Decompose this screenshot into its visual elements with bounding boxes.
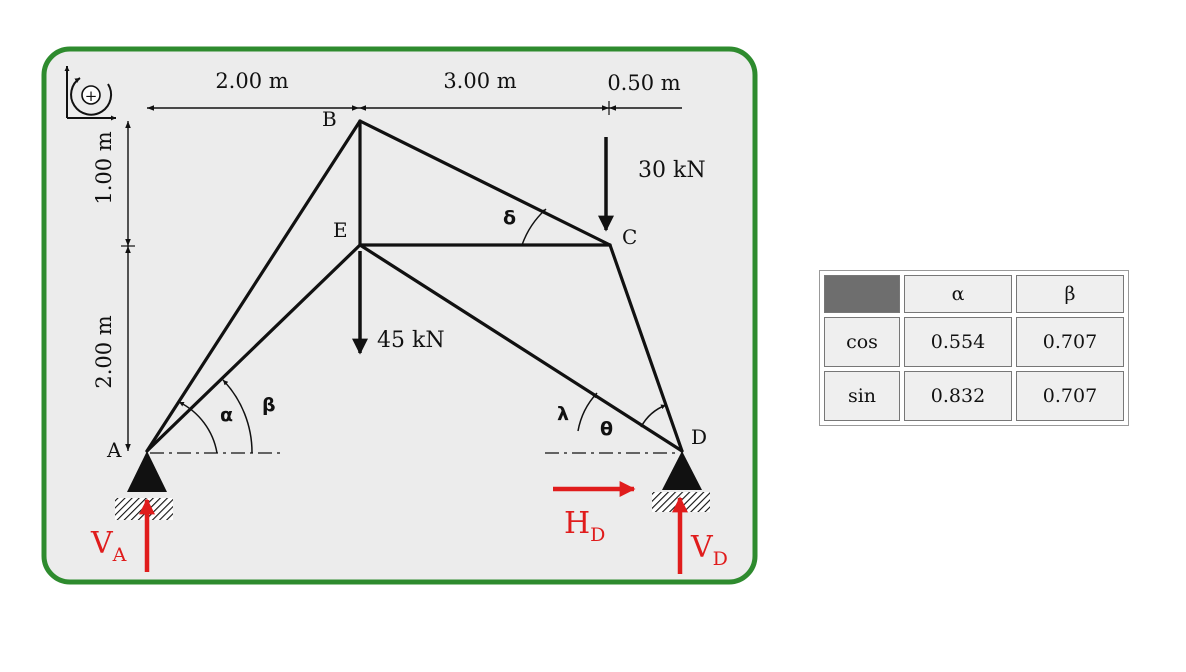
angle-theta-label: θ [600, 418, 613, 440]
table-header-alpha: α [904, 275, 1012, 313]
angle-delta-label: δ [503, 207, 516, 229]
load-c-label: 30 kN [638, 158, 706, 183]
dimension-be: 3.00 m [443, 69, 516, 93]
dimension-bottom-vertical: 2.00 m [92, 315, 116, 388]
table-cell: 0.707 [1016, 371, 1124, 421]
reaction-hd: HD [553, 481, 636, 546]
node-label-b: B [322, 107, 337, 131]
dimension-top-vertical: 1.00 m [92, 131, 116, 204]
table-corner-cell [824, 275, 900, 313]
member-ed [358, 243, 684, 453]
truss-members [145, 119, 684, 453]
horizontal-dimensions: 2.00 m 3.00 m 0.50 m [147, 69, 682, 115]
node-label-c: C [622, 225, 637, 249]
member-cd [608, 243, 684, 453]
dimension-c-overhang: 0.50 m [607, 71, 680, 95]
member-ab [145, 119, 362, 453]
table-cell: 0.832 [904, 371, 1012, 421]
reaction-va: VA [90, 498, 155, 572]
reaction-hd-label: HD [564, 506, 605, 546]
dimension-ab: 2.00 m [215, 69, 288, 93]
table-row-label: cos [824, 317, 900, 367]
angle-beta-label: β [262, 394, 276, 416]
sign-convention-label: + [85, 87, 98, 105]
table-row: cos 0.554 0.707 [824, 317, 1124, 367]
table-row-label: sin [824, 371, 900, 421]
member-bc [358, 119, 612, 247]
reaction-va-label: VA [90, 526, 127, 566]
reaction-vd-label: VD [690, 530, 728, 570]
table-header-beta: β [1016, 275, 1124, 313]
trig-values-table: α β cos 0.554 0.707 sin 0.832 0.707 [819, 270, 1129, 426]
table-cell: 0.554 [904, 317, 1012, 367]
truss-diagram: + 2.00 m 3.00 m 0.50 m 1.00 m 2.00 m A B… [41, 46, 758, 585]
load-e: 45 kN [352, 251, 445, 355]
node-label-e: E [333, 218, 348, 242]
table-row: sin 0.832 0.707 [824, 371, 1124, 421]
table-header-row: α β [824, 275, 1124, 313]
angle-arcs [178, 208, 667, 454]
table-cell: 0.707 [1016, 317, 1124, 367]
node-label-d: D [691, 425, 707, 449]
node-label-a: A [106, 438, 122, 462]
angle-lambda-label: λ [557, 403, 569, 425]
diagram-frame [41, 46, 758, 585]
reaction-vd: VD [672, 496, 728, 574]
load-c: 30 kN [598, 137, 706, 232]
sign-convention-icon: + [64, 66, 116, 121]
angle-alpha-label: α [220, 404, 233, 426]
member-ae [145, 243, 362, 453]
load-e-label: 45 kN [377, 328, 445, 353]
vertical-dimensions: 1.00 m 2.00 m [92, 121, 135, 451]
